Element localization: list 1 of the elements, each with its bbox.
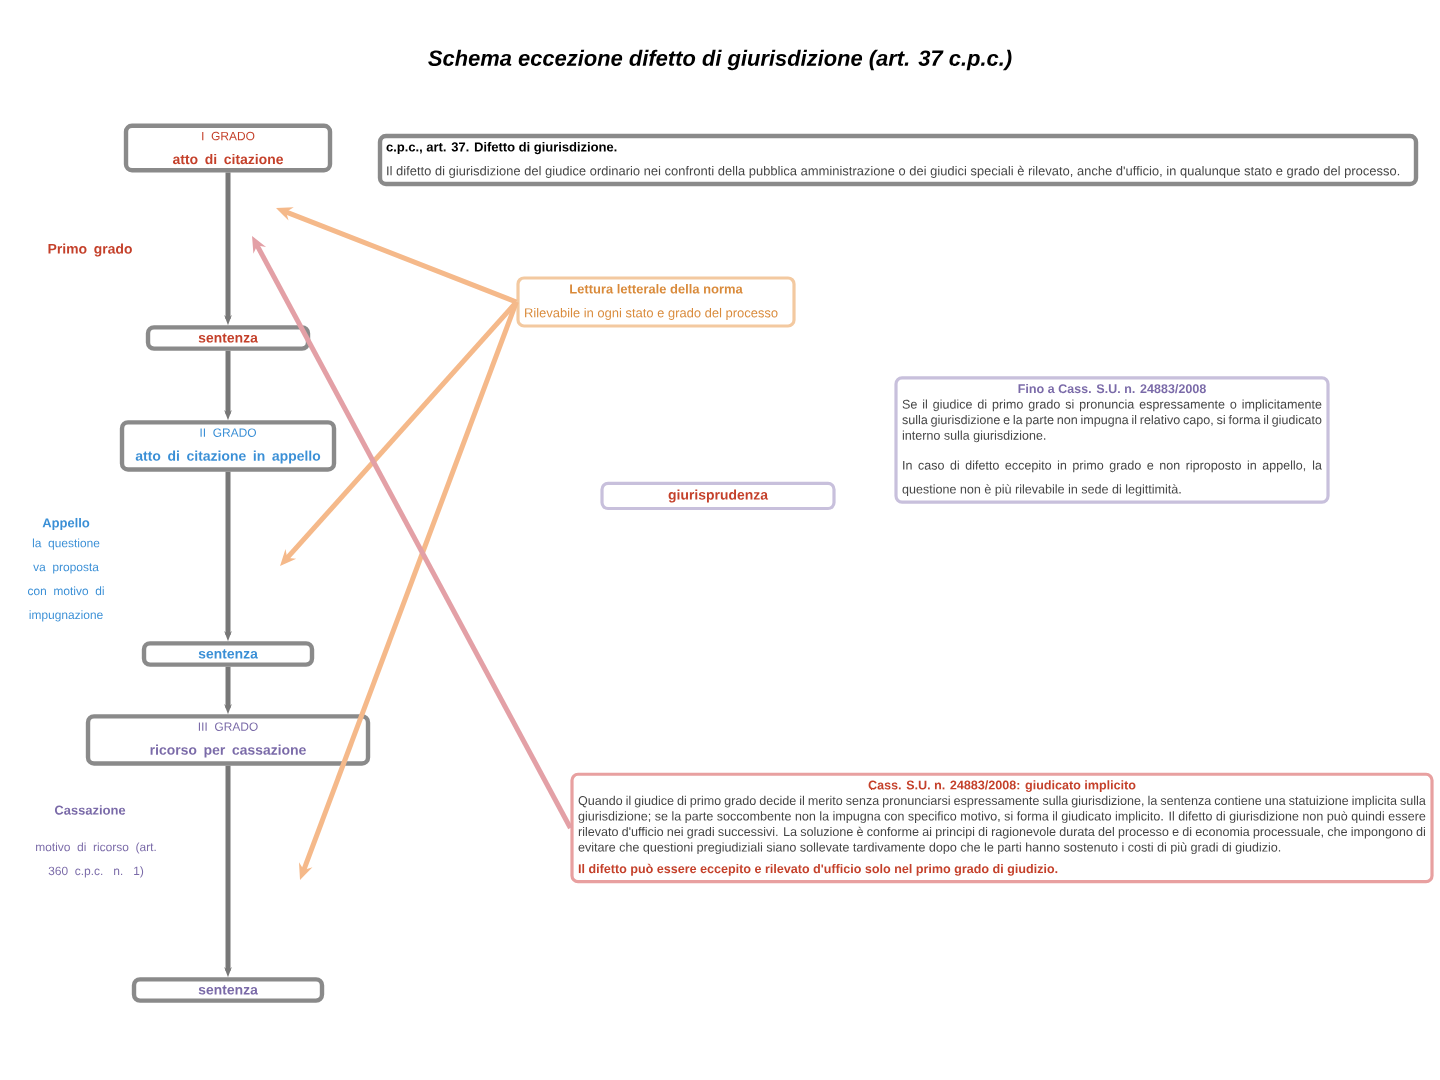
title: Schema eccezione difetto di giurisdizione (art. 37 c.p.c.) — [428, 49, 1012, 71]
